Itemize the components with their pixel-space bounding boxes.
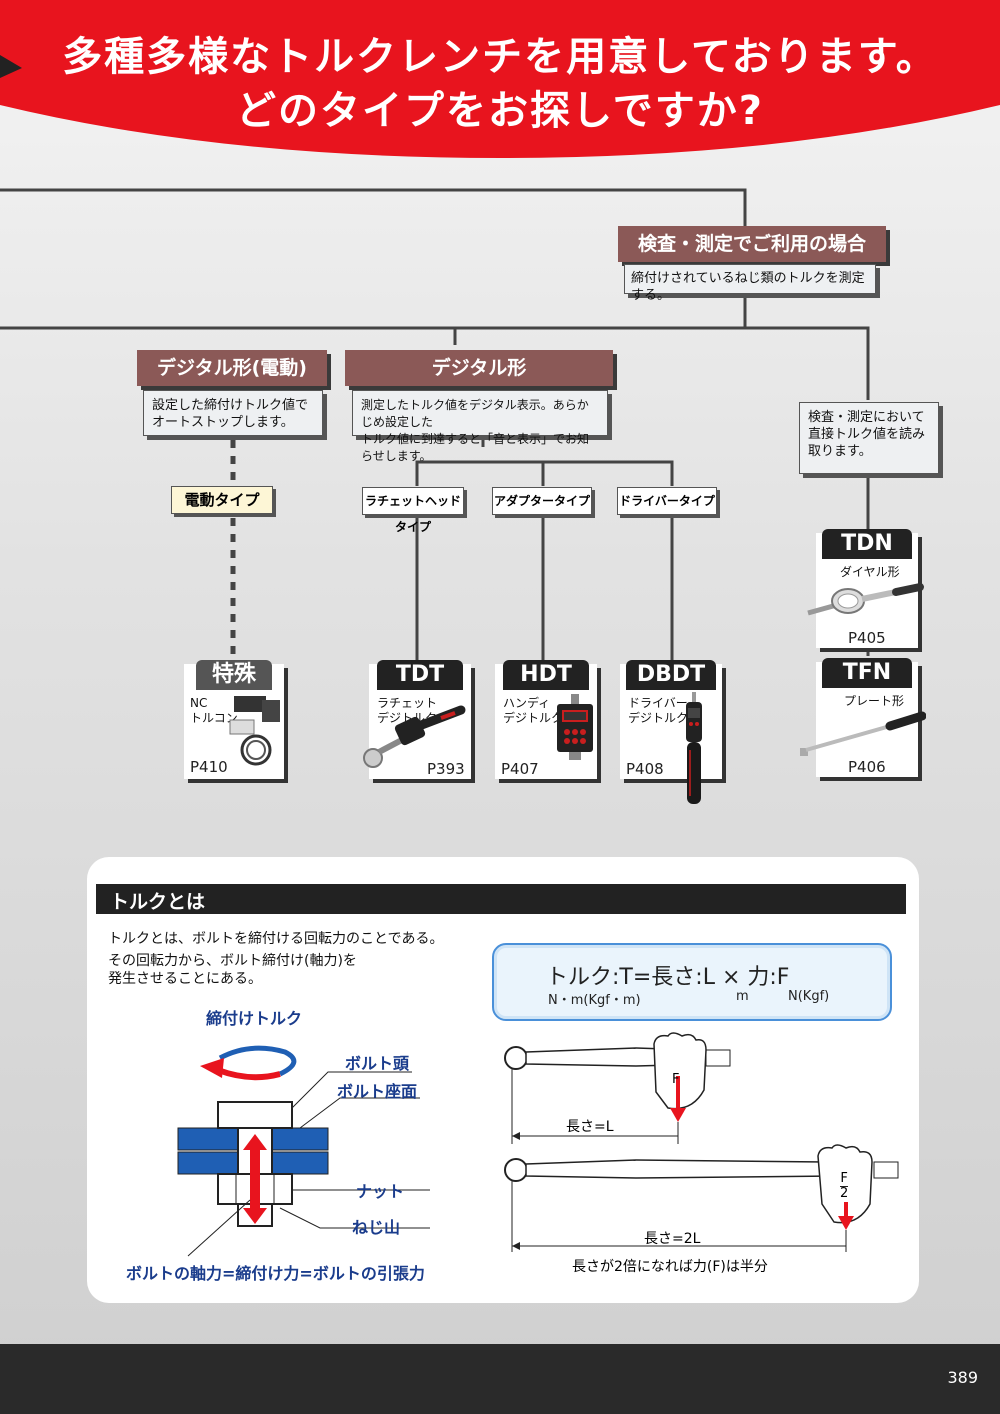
product-page[interactable]: P393 [427, 760, 465, 778]
product-sub-2: デジトルク [503, 711, 564, 725]
formula-unit-f: N(Kgf) [788, 989, 830, 1004]
torque-header: トルクとは [96, 884, 906, 914]
lever-note: 長さが2倍になれば力(F)は半分 [572, 1259, 768, 1275]
tdn-dial-wrench-image [807, 583, 924, 616]
product-page[interactable]: P406 [848, 758, 886, 776]
flowchart-connectors [0, 188, 870, 662]
label-bolt-head: ボルト頭 [345, 1054, 410, 1073]
formula-text: トルク:T=長さ:L × 力:F [546, 965, 790, 990]
digital-electric-desc-line2: オートストップします。 [152, 415, 294, 430]
length-label-2: 長さ=2L [644, 1231, 701, 1247]
page-footer: 389 [0, 1344, 1000, 1414]
product-page[interactable]: P407 [501, 760, 539, 778]
adapter-type-label: アダプタータイプ [492, 487, 592, 515]
digital-electric-desc-line1: 設定した締付けトルク値で [152, 398, 309, 413]
product-page[interactable]: P408 [626, 760, 664, 778]
label-axial-force: ボルトの軸力=締付け力=ボルトの引張力 [126, 1264, 425, 1283]
ratchet-type-label: ラチェットヘッドタイプ [362, 487, 464, 534]
force-label-1: F [672, 1072, 680, 1087]
digital-title: デジタル形 [345, 350, 613, 386]
inspection-title: 検査・測定でご利用の場合 [618, 226, 886, 262]
product-card-dbdt[interactable]: DBDT ドライバー デジトルク P408 [620, 660, 722, 804]
header-banner [0, 0, 1000, 158]
product-sub-2: デジトルク [628, 711, 689, 725]
product-card-tdt[interactable]: TDT ラチェット デジトルク P393 [363, 660, 471, 779]
product-page[interactable]: P405 [848, 629, 886, 647]
product-name: HDT [503, 660, 589, 690]
hdt-adapter-image [557, 694, 593, 760]
torque-text-1: トルクとは、ボルトを締付ける回転力のことである。 [108, 931, 444, 947]
header-title-line2: どのタイプをお探しですか? [235, 88, 764, 134]
label-bolt-seat: ボルト座面 [337, 1082, 418, 1101]
formula-unit-l: m [736, 989, 749, 1004]
length-label-1: 長さ=L [566, 1119, 614, 1135]
measure-desc: 検査・測定において 直接トルク値を読み 取ります。 [799, 402, 939, 474]
digital-electric-desc: 設定した締付けトルク値で オートストップします。 [143, 390, 323, 436]
product-card-tdn[interactable]: TDN ダイヤル形 P405 [807, 529, 924, 648]
torque-explanation: トルクとは、ボルトを締付ける回転力のことである。 その回転力から、ボルト締付け(… [108, 930, 443, 988]
force-label-2-denominator: 2 [840, 1186, 849, 1201]
product-page[interactable]: P410 [190, 758, 228, 776]
product-sub-1: NC [190, 696, 208, 710]
product-name: TDN [822, 529, 912, 559]
product-name: DBDT [626, 660, 716, 690]
product-name: TDT [377, 660, 463, 690]
digital-electric-title: デジタル形(電動) [137, 350, 327, 386]
label-nut: ナット [356, 1182, 405, 1201]
torque-heading: トルクとは [110, 891, 206, 913]
electric-type-label: 電動タイプ [171, 486, 273, 514]
product-sub-1: ダイヤル形 [840, 565, 900, 579]
product-sub-1: ハンディ [503, 696, 551, 710]
measure-desc-line3: 取ります。 [808, 444, 872, 459]
digital-desc-line1: 測定したトルク値をデジタル表示。あらかじめ設定した [361, 398, 589, 429]
digital-desc-line2: トルク値に到達すると「音と表示」でお知らせします。 [361, 432, 590, 463]
product-card-hdt[interactable]: HDT ハンディ デジトルク P407 [495, 660, 597, 779]
measure-desc-line2: 直接トルク値を読み [808, 427, 926, 442]
tfn-plate-wrench-image [800, 711, 926, 756]
header-title-line1: 多種多様なトルクレンチを用意しております。 [62, 34, 938, 80]
dbdt-driver-image [686, 692, 702, 804]
product-sub-1: ドライバー [628, 696, 688, 710]
formula-unit-t: N・m(Kgf・m) [548, 993, 641, 1008]
product-name: TFN [822, 658, 912, 688]
product-card-special[interactable]: 特殊 NC トルコン P410 [184, 660, 284, 779]
label-thread: ねじ山 [352, 1218, 401, 1237]
torque-text-3: 発生させることにある。 [108, 971, 262, 987]
driver-type-label: ドライバータイプ [617, 487, 717, 515]
wrench-lever-diagram [504, 1032, 899, 1252]
product-sub-1: ラチェット [377, 696, 438, 710]
torque-text-2: その回転力から、ボルト締付け(軸力)を [108, 953, 357, 969]
nc-torcon-image [229, 696, 280, 766]
measure-desc-line1: 検査・測定において [808, 410, 925, 425]
label-tightening-torque: 締付けトルク [206, 1009, 303, 1028]
product-card-tfn[interactable]: TFN プレート形 P406 [800, 658, 926, 777]
inspection-desc: 締付けされているねじ類のトルクを測定する。 [624, 264, 876, 303]
product-name: 特殊 [196, 660, 272, 690]
bolt-diagram [177, 1045, 430, 1257]
product-sub-1: プレート形 [844, 694, 905, 708]
page-number: 389 [947, 1368, 978, 1387]
torque-panel [87, 857, 919, 1303]
tdt-wrench-image [363, 705, 466, 768]
force-label-2: F 2 [840, 1171, 849, 1201]
formula-box: トルク:T=長さ:L × 力:F N・m(Kgf・m) m N(Kgf) [492, 943, 892, 1021]
product-sub-2: トルコン [190, 711, 238, 725]
force-label-2-numerator: F [840, 1171, 849, 1187]
digital-desc: 測定したトルク値をデジタル表示。あらかじめ設定した トルク値に到達すると「音と表… [352, 390, 608, 463]
